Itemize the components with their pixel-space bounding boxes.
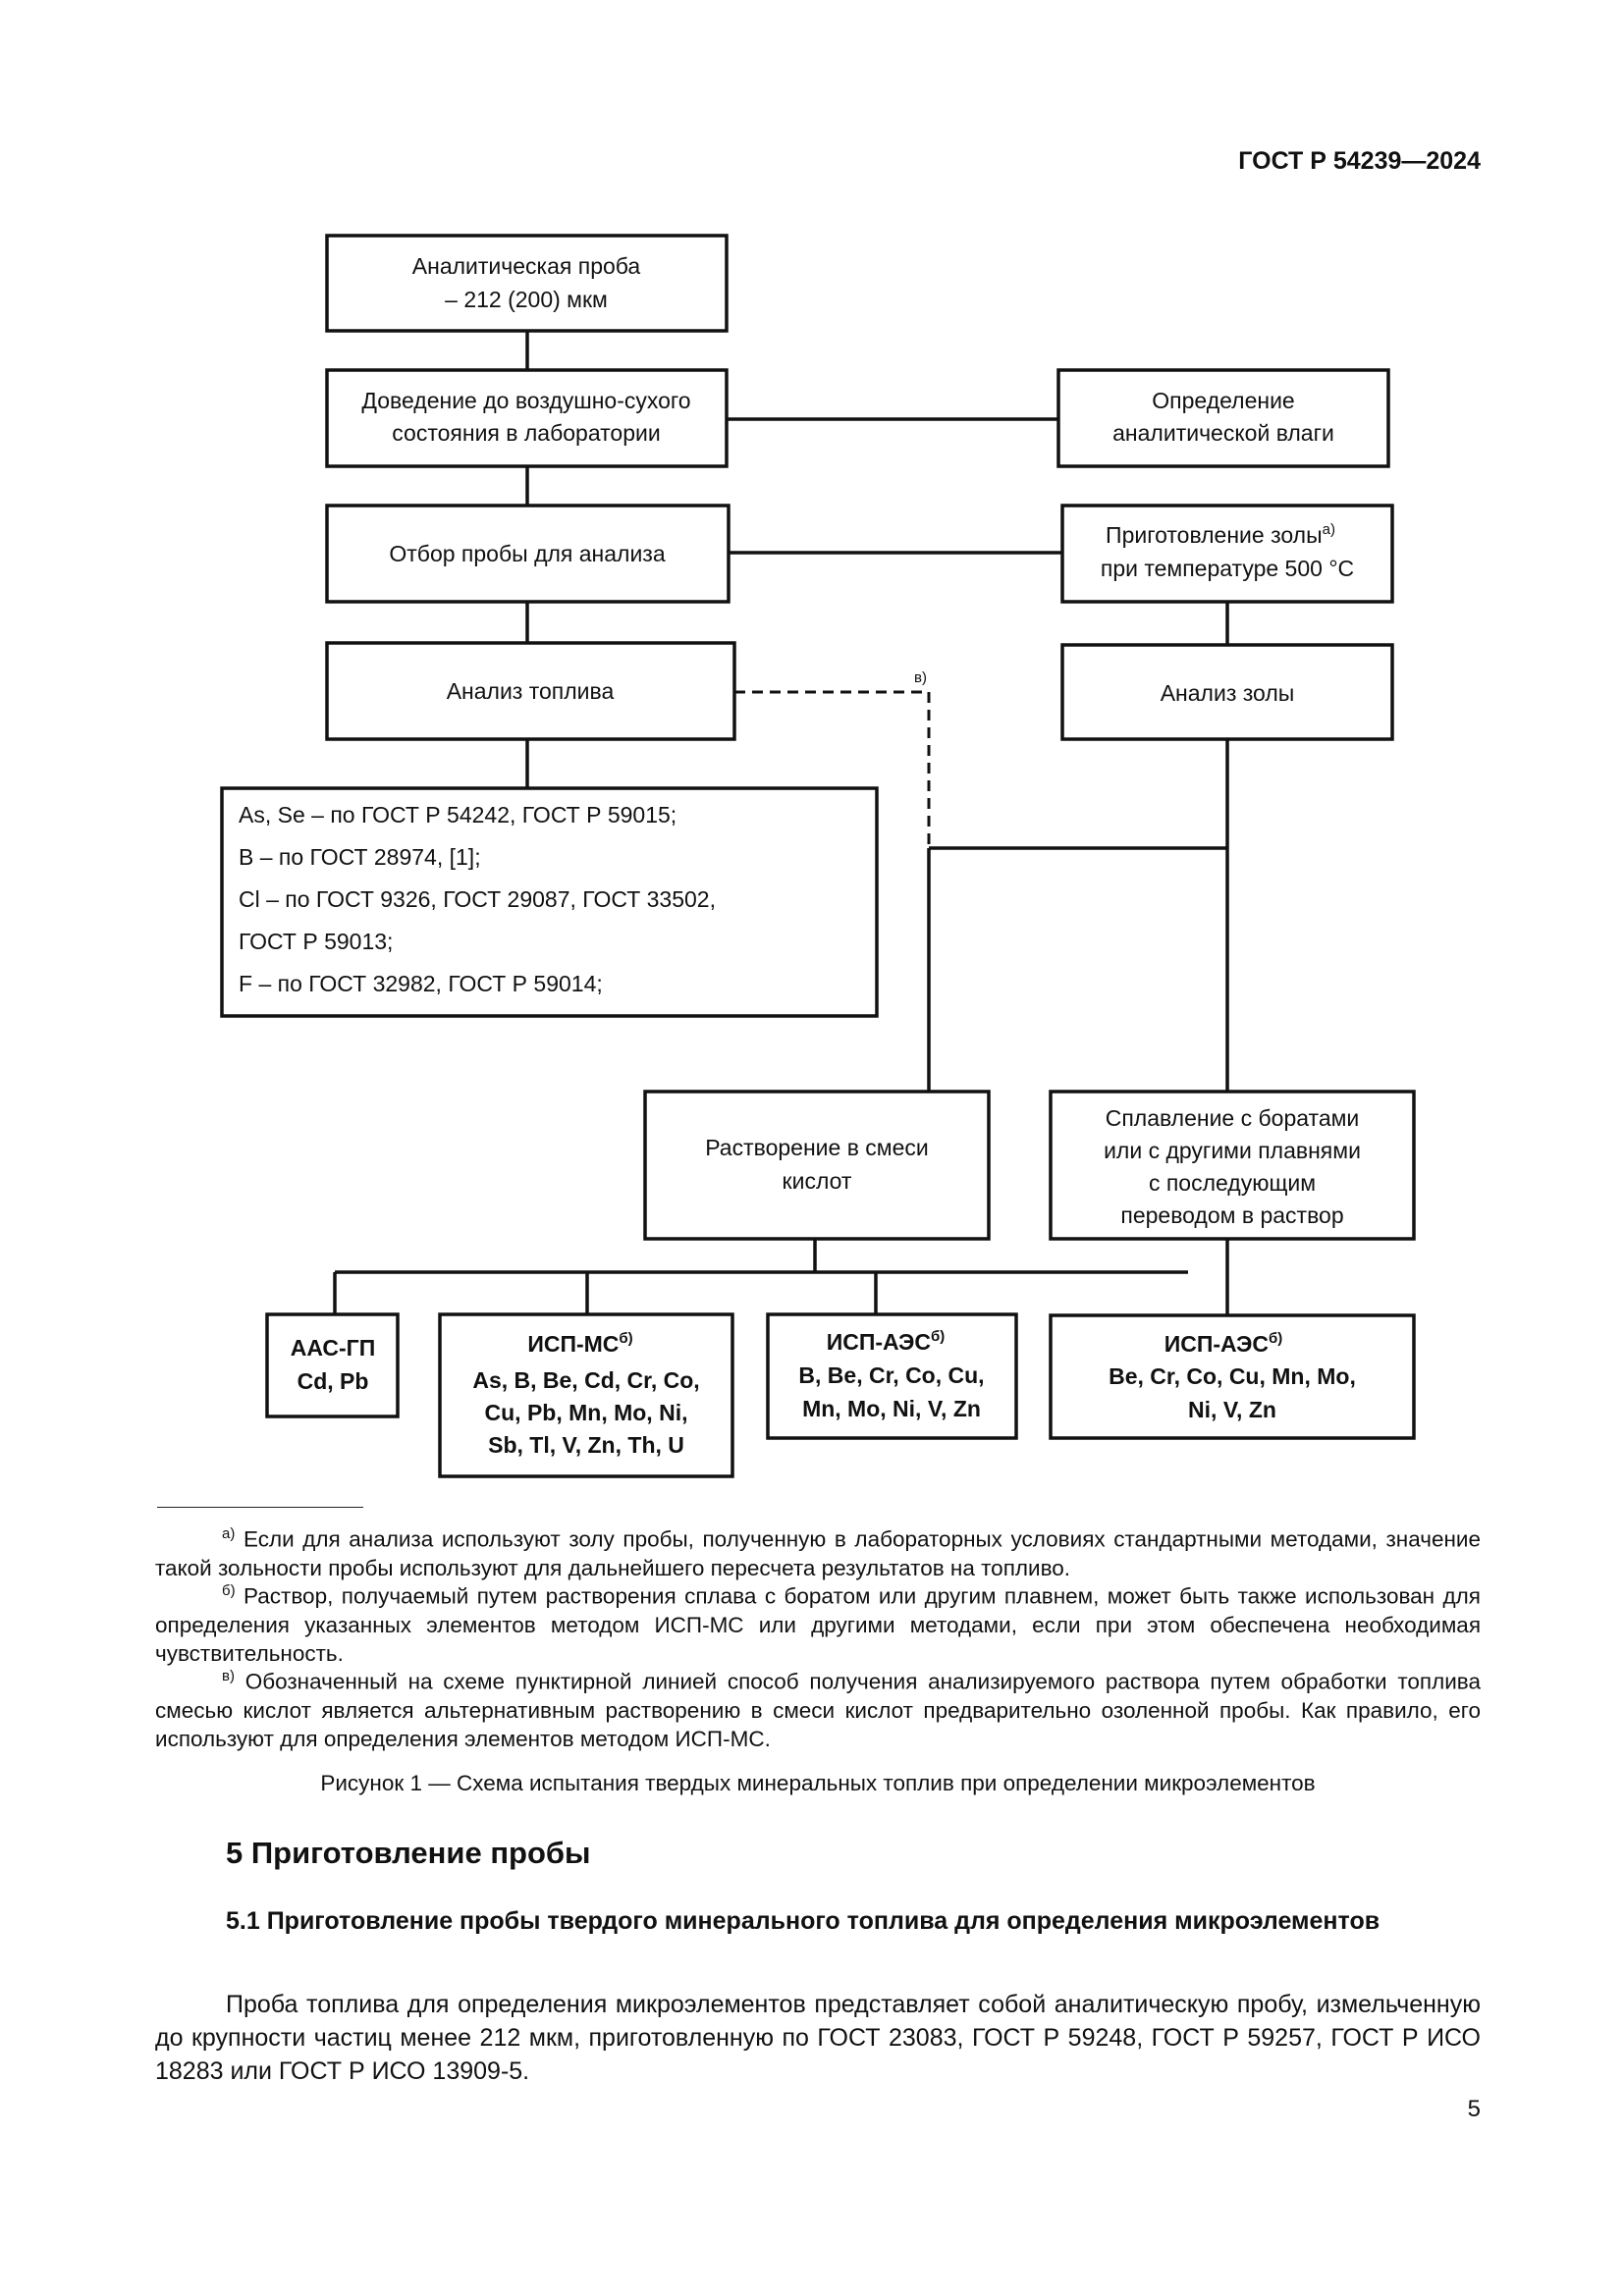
box-text: ААС-ГП [291, 1335, 376, 1361]
analytical-sample-box: Аналитическая проба – 212 (200) мкм [325, 234, 729, 333]
footnote-mark: б) [1269, 1330, 1282, 1347]
footnote-v: в) Обозначенный на схеме пунктирной лини… [155, 1662, 1481, 1753]
icp-ms-box: ИСП-МСб) As, B, Be, Cd, Cr, Co, Cu, Pb, … [438, 1312, 734, 1478]
box-text: ИСП-АЭС [1164, 1331, 1269, 1357]
footnote-mark: б) [931, 1328, 945, 1345]
method-line: Cl – по ГОСТ 9326, ГОСТ 29087, ГОСТ 3350… [239, 886, 716, 912]
svg-text:ИСП-МСб): ИСП-МСб) [527, 1330, 632, 1357]
footnote-mark: а) [1323, 521, 1335, 538]
box-text: аналитической влаги [1112, 420, 1334, 446]
air-dry-box: Доведение до воздушно-сухого состояния в… [325, 368, 729, 468]
box-text: Анализ золы [1161, 680, 1295, 706]
box-text: Cd, Pb [298, 1368, 369, 1394]
footnote-a: а) Если для анализа используют золу проб… [155, 1520, 1481, 1582]
aas-box: ААС-ГП Cd, Pb [265, 1312, 400, 1418]
sampling-box: Отбор пробы для анализа [325, 504, 731, 604]
method-line: F – по ГОСТ 32982, ГОСТ Р 59014; [239, 971, 603, 996]
subsection-heading: 5.1 Приготовление пробы твердого минерал… [226, 1907, 1380, 1935]
box-text: ИСП-АЭС [827, 1329, 931, 1355]
box-text: Определение [1152, 388, 1294, 413]
box-text: Анализ топлива [447, 678, 615, 704]
method-line: As, Se – по ГОСТ Р 54242, ГОСТ Р 59015; [239, 802, 677, 828]
box-text: кислот [783, 1168, 852, 1194]
footnote-text: Обозначенный на схеме пунктирной линией … [155, 1669, 1481, 1751]
document-header: ГОСТ Р 54239—2024 [1238, 147, 1481, 175]
fuel-analysis-box: Анализ топлива [325, 641, 736, 741]
footnote-mark: в) [222, 1668, 235, 1684]
box-text: Растворение в смеси [705, 1135, 929, 1160]
svg-text:ИСП-АЭСб): ИСП-АЭСб) [1164, 1330, 1283, 1357]
fusion-box: Сплавление с боратами или с другими плав… [1049, 1090, 1416, 1241]
box-text: – 212 (200) мкм [445, 287, 608, 312]
box-text: Сплавление с боратами [1106, 1105, 1360, 1131]
method-line: ГОСТ Р 59013; [239, 929, 393, 954]
svg-text:ИСП-АЭСб): ИСП-АЭСб) [827, 1328, 946, 1355]
dashed-connector [734, 690, 931, 846]
box-text: Отбор пробы для анализа [389, 541, 665, 566]
box-text: состояния в лаборатории [392, 420, 660, 446]
footnote-b: б) Раствор, получаемый путем растворения… [155, 1576, 1481, 1668]
icp-aes-acid-box: ИСП-АЭСб) B, Be, Cr, Co, Cu, Mn, Mo, Ni,… [766, 1312, 1018, 1440]
connectors [333, 331, 1229, 1315]
box-text: B, Be, Cr, Co, Cu, [798, 1362, 984, 1388]
moisture-box: Определение аналитической влаги [1056, 368, 1390, 468]
box-text: As, B, Be, Cd, Cr, Co, [472, 1367, 699, 1393]
box-text: Приготовление золы [1106, 522, 1323, 548]
flowchart: Аналитическая проба – 212 (200) мкм Дове… [220, 234, 1416, 1478]
box-text: с последующим [1149, 1170, 1316, 1196]
methods-list-box: As, Se – по ГОСТ Р 54242, ГОСТ Р 59015; … [220, 786, 879, 1018]
acid-dissolution-box: Растворение в смеси кислот [643, 1090, 991, 1241]
ash-analysis-box: Анализ золы [1060, 643, 1394, 741]
dashed-line-footnote-mark: в) [914, 669, 927, 686]
method-line: B – по ГОСТ 28974, [1]; [239, 844, 481, 870]
box-text: Cu, Pb, Mn, Mo, Ni, [485, 1400, 688, 1425]
box-text: Be, Cr, Co, Cu, Mn, Mo, [1109, 1363, 1356, 1389]
box-text: Аналитическая проба [412, 253, 641, 279]
footnote-mark: а) [222, 1525, 236, 1542]
box-text: Sb, Tl, V, Zn, Th, U [488, 1432, 684, 1458]
box-text: при температуре 500 °С [1101, 556, 1354, 581]
box-text: Mn, Mo, Ni, V, Zn [802, 1396, 981, 1421]
box-text: Доведение до воздушно-сухого [361, 388, 690, 413]
footnote-mark: б) [222, 1582, 236, 1599]
footnote-mark: б) [619, 1330, 632, 1347]
box-text: ИСП-МС [527, 1331, 619, 1357]
box-text: Ni, V, Zn [1188, 1397, 1276, 1422]
icp-aes-fusion-box: ИСП-АЭСб) Be, Cr, Co, Cu, Mn, Mo, Ni, V,… [1049, 1313, 1416, 1440]
ash-preparation-box: Приготовление золыа) при температуре 500… [1060, 504, 1394, 604]
page-number: 5 [1467, 2096, 1481, 2122]
box-text: или с другими плавнями [1104, 1138, 1361, 1163]
footnote-separator [157, 1507, 363, 1508]
body-paragraph: Проба топлива для определения микроэлеме… [155, 1991, 1481, 2085]
section-heading: 5 Приготовление пробы [226, 1836, 591, 1870]
svg-text:Приготовление золыа): Приготовление золыа) [1106, 521, 1335, 548]
figure-caption: Рисунок 1 — Схема испытания твердых мине… [320, 1771, 1316, 1795]
box-text: переводом в раствор [1120, 1202, 1343, 1228]
footnote-text: Раствор, получаемый путем растворения сп… [155, 1583, 1481, 1666]
footnote-text: Если для анализа используют золу пробы, … [155, 1526, 1481, 1580]
